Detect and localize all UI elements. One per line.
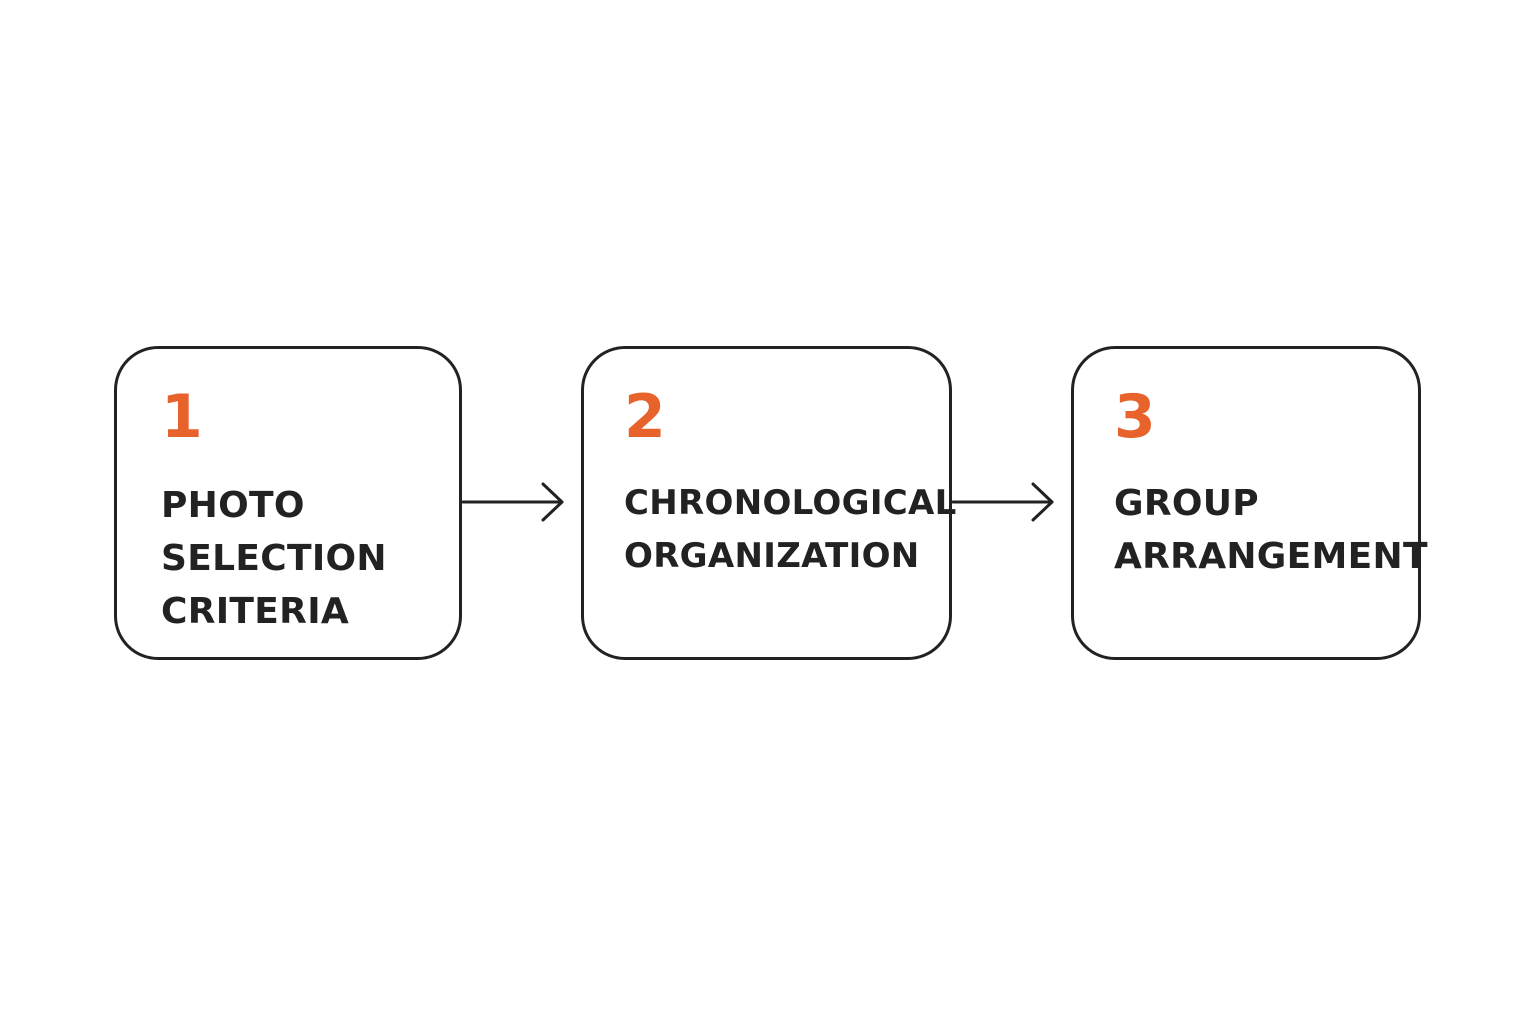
step-number: 2 <box>624 382 666 452</box>
step-number: 1 <box>161 382 203 452</box>
step-title-line: ORGANIZATION <box>624 536 920 576</box>
step-title-line: SELECTION <box>161 538 387 579</box>
step-title: CHRONOLOGICAL ORGANIZATION <box>624 477 957 583</box>
step-title-line: CRITERIA <box>161 591 350 632</box>
step-title-line: CHRONOLOGICAL <box>624 483 957 523</box>
step-box-group-arrangement: 3 GROUP ARRANGEMENT <box>1071 346 1428 660</box>
step-title-line: GROUP <box>1114 483 1259 524</box>
step-title: GROUP ARRANGEMENT <box>1114 477 1428 583</box>
step-number: 3 <box>1114 382 1156 452</box>
arrow-right-icon <box>461 482 564 522</box>
step-title-line: PHOTO <box>161 485 305 526</box>
step-box-photo-selection: 1 PHOTO SELECTION CRITERIA <box>114 346 462 660</box>
step-box-chronological-organization: 2 CHRONOLOGICAL ORGANIZATION <box>581 346 956 660</box>
step-title-line: ARRANGEMENT <box>1114 536 1428 577</box>
step-title: PHOTO SELECTION CRITERIA <box>161 479 387 638</box>
arrow-right-icon <box>951 482 1054 522</box>
